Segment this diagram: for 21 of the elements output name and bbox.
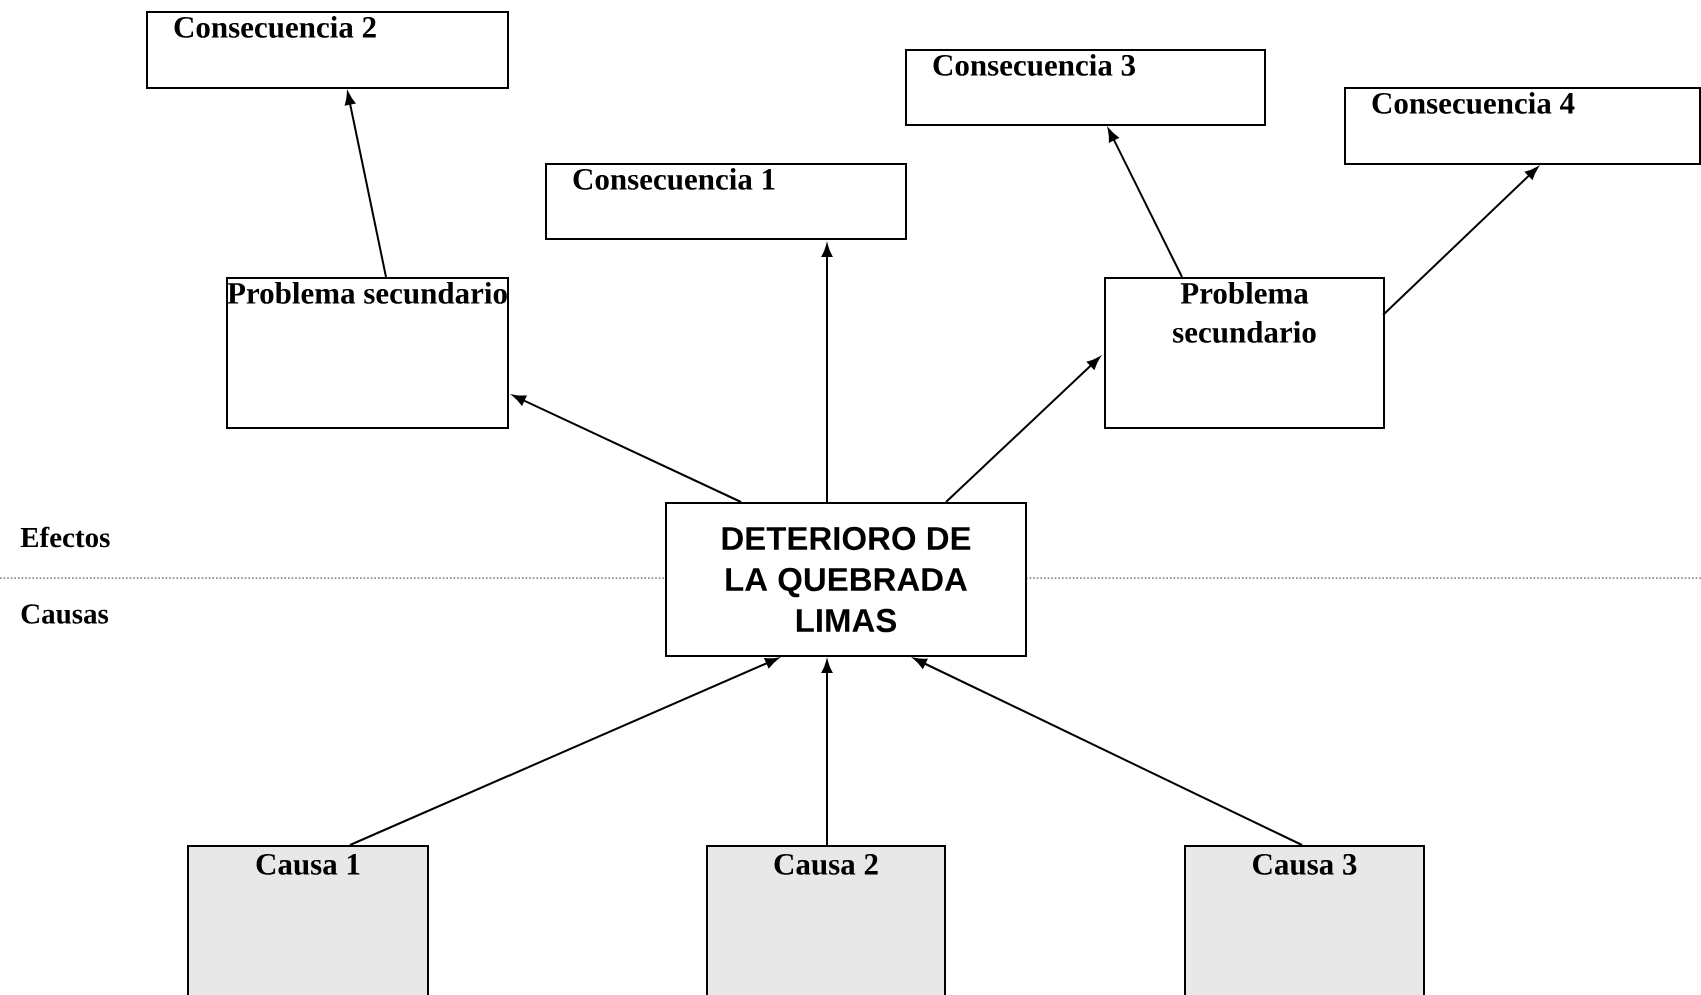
section-label: Causas xyxy=(16,604,113,624)
arrow xyxy=(512,394,742,503)
consequence-box: Consecuencia 3 xyxy=(905,49,1266,126)
cause-box: Causa 2 xyxy=(706,845,946,995)
problem-box: Problema secundario xyxy=(1104,277,1385,429)
arrow xyxy=(821,660,833,846)
central-problem-box: DETERIORO DE LA QUEBRADA LIMAS xyxy=(665,502,1027,657)
arrow xyxy=(821,244,833,503)
arrow xyxy=(1382,166,1539,316)
arrow xyxy=(913,657,1303,846)
problem-box: Problema secundario xyxy=(226,277,509,429)
cause-box: Causa 3 xyxy=(1184,845,1425,995)
consequence-box: Consecuencia 1 xyxy=(545,163,907,240)
consequence-box: Consecuencia 4 xyxy=(1344,87,1701,165)
section-label: Efectos xyxy=(16,526,115,548)
cause-box: Causa 1 xyxy=(187,845,429,995)
arrow xyxy=(945,356,1100,503)
consequence-box: Consecuencia 2 xyxy=(146,11,509,89)
arrow xyxy=(349,657,779,846)
arrow xyxy=(344,92,387,278)
arrow xyxy=(1107,128,1183,278)
